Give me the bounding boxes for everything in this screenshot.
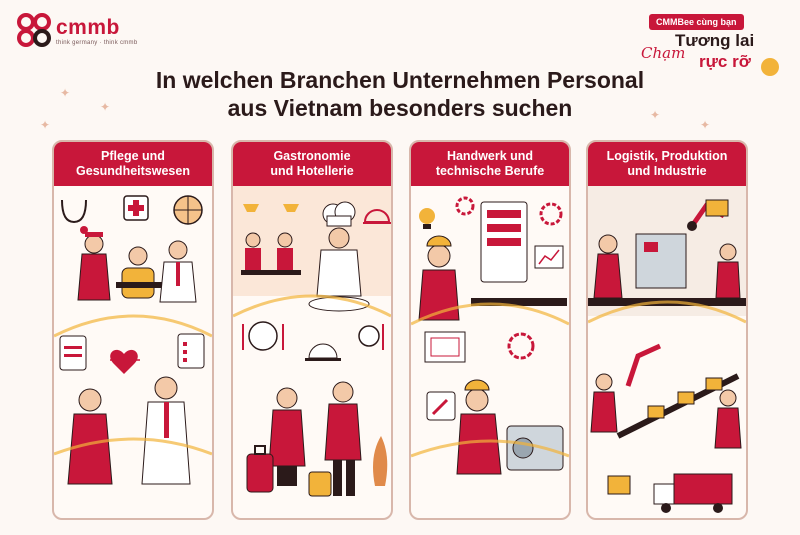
box-icon: [607, 475, 631, 495]
crafts-illustration: [411, 186, 569, 518]
badge-script: Chạm: [641, 44, 686, 62]
robot-arm-icon: [625, 343, 662, 387]
cloche-icon: [363, 209, 391, 224]
brand-logo[interactable]: cmmb think germany · think cmmb: [16, 12, 146, 52]
box-icon: [705, 199, 729, 217]
first-aid-icon: [123, 195, 149, 221]
badge-top: CMMBee cùng bạn: [649, 14, 744, 30]
receptionist-figure: [268, 387, 306, 486]
nurse-figure: [67, 388, 113, 485]
clipboard-icon: [59, 335, 87, 371]
gastronomy-illustration: [233, 186, 391, 518]
panel-title-line1: Pflege und: [101, 149, 165, 163]
gear-icon: [507, 332, 535, 360]
box-icon: [705, 377, 723, 391]
panel-header: Handwerk und technische Berufe: [411, 142, 569, 186]
clipboard-icon: [177, 333, 205, 369]
badge-line2: rực rỡ: [699, 52, 751, 71]
panel-title-line2: technische Berufe: [435, 164, 545, 178]
sparkle: ✦: [100, 100, 111, 114]
campaign-badge: CMMBee cùng bạn Chạm Tương lai rực rỡ: [641, 14, 786, 104]
waiter-figure: [324, 381, 362, 496]
chart-card-icon: [534, 245, 564, 269]
page-title: In welchen Branchen Unternehmen Personal…: [0, 66, 800, 122]
brand-tagline: think germany · think cmmb: [56, 40, 138, 46]
truck-icon: [653, 473, 733, 513]
panel-care: Pflege und Gesundheitswesen: [52, 140, 214, 520]
sparkle: ✦: [700, 118, 711, 132]
sparkle: ✦: [40, 118, 51, 132]
panel-header: Logistik, Produktion und Industrie: [588, 142, 746, 186]
worker-figure: [714, 389, 742, 449]
care-illustration: [54, 186, 212, 518]
doctor-figure: [159, 240, 197, 303]
control-panel-icon: [480, 201, 528, 283]
panel-header: Pflege und Gesundheitswesen: [54, 142, 212, 186]
panel-title-line1: Gastronomie: [273, 149, 351, 163]
box-icon: [677, 391, 695, 405]
luggage-icon: [246, 445, 274, 493]
panel-logistics: Logistik, Produktion und Industrie: [586, 140, 748, 520]
logo-mark-icon: [17, 13, 51, 47]
heart-rate-icon: [110, 349, 140, 374]
badge-line1: Tương lai: [675, 31, 755, 50]
panel-header: Gastronomie und Hotellerie: [233, 142, 391, 186]
lamp-icon: [243, 204, 299, 212]
mechanic-figure: [456, 379, 502, 475]
plant-icon: [373, 436, 388, 486]
cloche-icon: [305, 343, 341, 361]
title-line1: In welchen Branchen Unternehmen Personal: [155, 67, 645, 93]
panel-gastronomy: Gastronomie und Hotellerie: [231, 140, 393, 520]
plate-icon: [242, 321, 284, 351]
machine-icon: [506, 425, 564, 471]
diner-figure: [277, 232, 293, 270]
luggage-icon: [308, 471, 332, 497]
chef-figure: [316, 227, 362, 297]
worker-figure: [715, 243, 741, 299]
doctor-figure: [141, 376, 191, 485]
sparkle: ✦: [60, 86, 71, 100]
logistics-illustration: [588, 186, 746, 518]
patient-figure: [116, 246, 162, 299]
gear-icon: [539, 202, 563, 226]
sparkle: ✦: [650, 108, 661, 122]
worker-figure: [593, 234, 623, 299]
title-line2: aus Vietnam besonders suchen: [227, 95, 573, 121]
panel-title-line2: und Hotellerie: [270, 164, 354, 178]
globe-icon: [173, 195, 203, 225]
brand-name: cmmb: [56, 16, 120, 39]
bee-icon: [761, 58, 779, 76]
light-bulb-icon: [419, 208, 435, 229]
panel-title-line1: Handwerk und: [446, 149, 534, 163]
electrician-figure: [418, 235, 460, 321]
panel-crafts: Handwerk und technische Berufe: [409, 140, 571, 520]
panel-title-line2: und Industrie: [627, 164, 707, 178]
panel-title-line1: Logistik, Produktion: [606, 149, 728, 163]
worker-figure: [590, 373, 618, 433]
nurse-figure: [77, 232, 111, 301]
diner-figure: [245, 232, 261, 270]
plate-icon: [358, 324, 384, 350]
machine-icon: [635, 233, 687, 289]
stethoscope-icon: [61, 199, 88, 234]
gear-icon: [455, 196, 475, 216]
box-icon: [647, 405, 665, 419]
panel-title-line2: Gesundheitswesen: [76, 164, 190, 178]
blueprint-icon: [424, 331, 466, 363]
chef-hat-icon: [322, 201, 356, 227]
wrench-icon: [426, 391, 456, 421]
